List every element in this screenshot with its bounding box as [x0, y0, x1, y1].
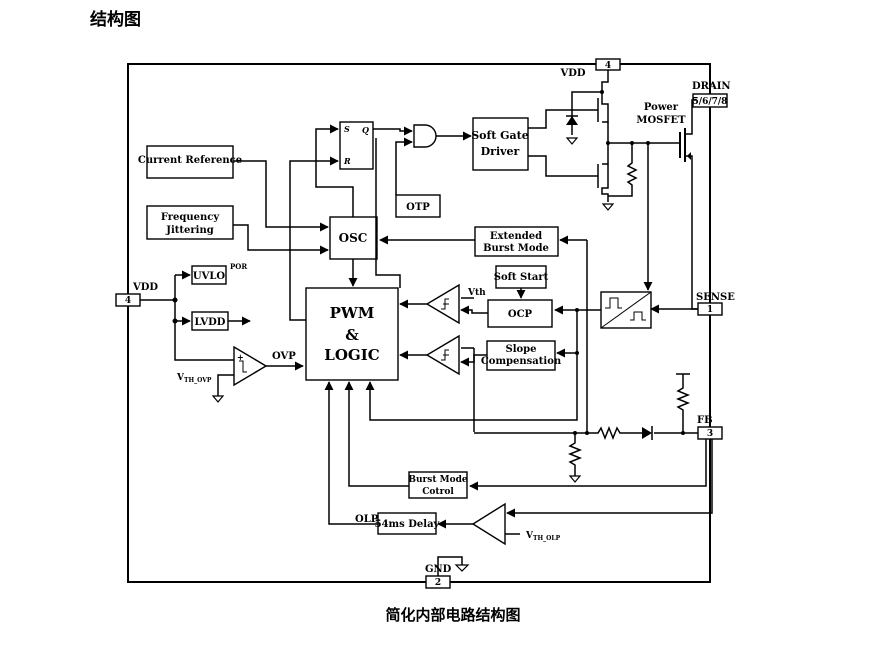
svg-text:Frequency: Frequency — [161, 212, 221, 223]
pwm-logic-block: PWM & LOGIC — [305, 287, 399, 381]
soft-start-block: Soft Start — [494, 265, 549, 289]
page-title: 结构图 — [90, 9, 141, 30]
svg-text:Burst Mode: Burst Mode — [408, 475, 468, 485]
svg-text:TH_OLP: TH_OLP — [533, 535, 561, 542]
svg-text:V: V — [176, 373, 185, 383]
uvlo-block: UVLO — [191, 265, 227, 285]
comparator-vth — [425, 283, 460, 325]
por-label: POR — [230, 262, 247, 271]
sense-filter-block — [600, 291, 652, 329]
svg-text:VDD: VDD — [132, 282, 158, 293]
ocp-block: OCP — [487, 299, 553, 328]
extended-burst-mode-block: Extended Burst Mode — [474, 226, 559, 257]
svg-text:1: 1 — [707, 305, 713, 315]
vth-olp-label: V TH_OLP — [525, 531, 561, 542]
svg-text:SENSE: SENSE — [696, 292, 735, 303]
svg-text:Jittering: Jittering — [165, 225, 213, 236]
and-gate — [413, 124, 437, 148]
ovp-label: OVP — [272, 351, 296, 362]
svg-text:TH_OVP: TH_OVP — [184, 377, 212, 384]
wiring — [140, 70, 713, 576]
svg-text:V: V — [525, 531, 534, 541]
svg-text:Current Reference: Current Reference — [138, 155, 242, 166]
svg-text:Compensation: Compensation — [481, 356, 562, 367]
svg-text:+: + — [237, 352, 244, 362]
svg-text:OCP: OCP — [508, 309, 533, 320]
pin-vdd-top: 4 VDD — [559, 58, 621, 79]
svg-text:FB: FB — [697, 415, 713, 426]
osc-block: OSC — [329, 216, 378, 260]
svg-text:MOSFET: MOSFET — [636, 115, 686, 126]
svg-text:Soft Start: Soft Start — [494, 272, 549, 283]
svg-text:Driver: Driver — [481, 145, 520, 158]
pin-fb: 3 FB — [697, 415, 723, 440]
svg-text:S: S — [344, 124, 350, 134]
svg-text:Soft Gate: Soft Gate — [471, 129, 529, 142]
svg-text:54ms Delay: 54ms Delay — [375, 519, 441, 530]
svg-text:3: 3 — [707, 429, 713, 439]
frequency-jittering-block: Frequency Jittering — [146, 205, 234, 240]
vth-label: Vth — [467, 288, 486, 298]
svg-text:UVLO: UVLO — [193, 271, 226, 282]
svg-text:OSC: OSC — [339, 231, 368, 245]
svg-text:Power: Power — [644, 102, 679, 113]
svg-text:Extended: Extended — [490, 231, 542, 242]
current-reference-block: Current Reference — [138, 145, 242, 179]
svg-text:OTP: OTP — [406, 202, 430, 213]
svg-text:Cotrol: Cotrol — [422, 487, 454, 497]
soft-gate-driver-block: Soft Gate Driver — [471, 117, 529, 171]
svg-text:5/6/7/8: 5/6/7/8 — [693, 97, 728, 107]
svg-text:4: 4 — [125, 296, 131, 306]
comparator-olp — [471, 502, 506, 546]
svg-text:DRAIN: DRAIN — [692, 81, 731, 92]
pin-sense: 1 SENSE — [696, 292, 735, 316]
svg-text:VDD: VDD — [559, 68, 585, 79]
svg-text:LOGIC: LOGIC — [324, 346, 379, 364]
svg-text:PWM: PWM — [330, 304, 375, 322]
comparator-ovp: + — [233, 345, 268, 387]
svg-text:Q: Q — [362, 125, 369, 135]
diagram-caption: 简化内部电路结构图 — [385, 606, 520, 624]
burst-mode-control-block: Burst Mode Cotrol — [408, 471, 468, 499]
svg-text:Burst Mode: Burst Mode — [483, 243, 549, 254]
chip-outline — [127, 63, 711, 583]
svg-text:2: 2 — [435, 578, 441, 588]
pin-vdd-left: 4 VDD — [115, 282, 158, 307]
pin-drain: 5/6/7/8 DRAIN — [692, 81, 731, 108]
svg-text:Slope: Slope — [505, 344, 536, 355]
comparator-slope — [425, 334, 460, 376]
otp-block: OTP — [395, 194, 441, 218]
lvdd-block: LVDD — [191, 311, 229, 331]
power-mosfet-label: Power MOSFET — [636, 102, 686, 126]
svg-text:LVDD: LVDD — [195, 317, 226, 328]
olp-label: OLP — [355, 514, 379, 525]
svg-text:R: R — [343, 156, 351, 166]
vth-ovp-label: V TH_OVP — [176, 373, 212, 384]
delay-54ms-block: 54ms Delay — [375, 512, 441, 535]
sr-flipflop: S R Q — [339, 121, 374, 170]
svg-text:4: 4 — [605, 61, 611, 71]
svg-text:&: & — [345, 326, 359, 344]
slope-compensation-block: Slope Compensation — [481, 340, 562, 371]
